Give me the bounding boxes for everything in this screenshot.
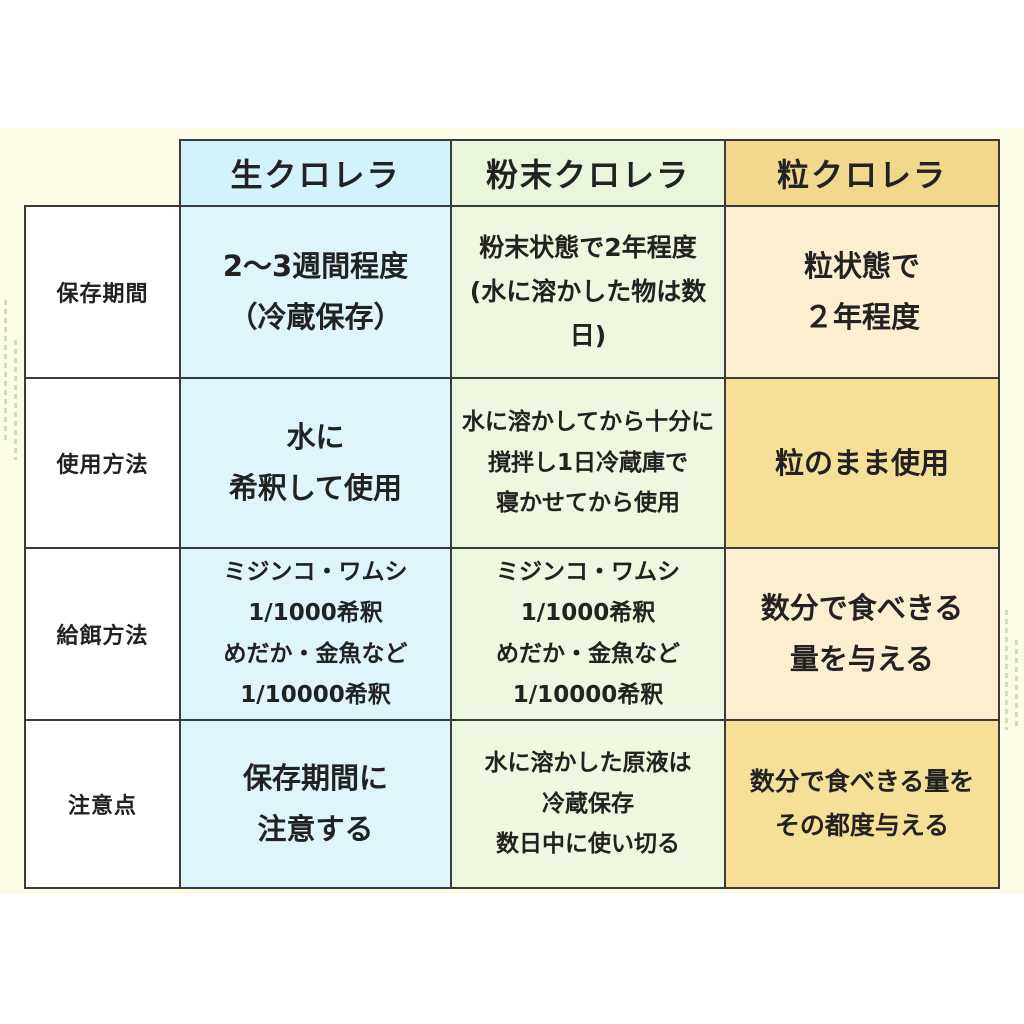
cell-powder-caution: 水に溶かした原液は 冷蔵保存 数日中に使い切る xyxy=(450,719,726,889)
corner-cell xyxy=(25,140,181,207)
cell-tablet-feeding: 数分で食べきる 量を与える xyxy=(724,547,1000,721)
cell-powder-storage-period: 粉末状態で2年程度 (水に溶かした物は数日) xyxy=(450,205,726,379)
column-header-raw-chlorella: 生クロレラ xyxy=(179,139,452,207)
row-header-usage: 使用方法 xyxy=(24,377,181,549)
cell-tablet-caution: 数分で食べきる量を その都度与える xyxy=(724,719,1000,889)
right-decoration-stripe-2 xyxy=(1015,640,1018,730)
right-decoration-stripe xyxy=(1005,610,1008,730)
cell-raw-feeding: ミジンコ・ワムシ 1/1000希釈 めだか・金魚など 1/10000希釈 xyxy=(179,547,452,721)
chlorella-comparison-table: 生クロレラ 粉末クロレラ 粒クロレラ 保存期間 2〜3週間程度 （冷蔵保存） 粉… xyxy=(24,139,1000,889)
table-row-usage: 使用方法 水に 希釈して使用 水に溶かしてから十分に 撹拌し1日冷蔵庫で 寝かせ… xyxy=(24,377,1000,549)
left-decoration-stripe-2 xyxy=(14,340,17,460)
table-row-feeding: 給餌方法 ミジンコ・ワムシ 1/1000希釈 めだか・金魚など 1/10000希… xyxy=(24,547,1000,721)
cell-powder-usage: 水に溶かしてから十分に 撹拌し1日冷蔵庫で 寝かせてから使用 xyxy=(450,377,726,549)
row-header-feeding: 給餌方法 xyxy=(24,547,181,721)
column-header-tablet-chlorella: 粒クロレラ xyxy=(724,139,1000,207)
table-row-storage-period: 保存期間 2〜3週間程度 （冷蔵保存） 粉末状態で2年程度 (水に溶かした物は数… xyxy=(24,205,1000,379)
left-decoration-stripe xyxy=(4,300,7,440)
cell-raw-caution: 保存期間に 注意する xyxy=(179,719,452,889)
cell-tablet-usage: 粒のまま使用 xyxy=(724,377,1000,549)
cell-raw-usage: 水に 希釈して使用 xyxy=(179,377,452,549)
cell-raw-storage-period: 2〜3週間程度 （冷蔵保存） xyxy=(179,205,452,379)
header-row: 生クロレラ 粉末クロレラ 粒クロレラ xyxy=(25,139,1000,207)
cell-tablet-storage-period: 粒状態で ２年程度 xyxy=(724,205,1000,379)
column-header-powder-chlorella: 粉末クロレラ xyxy=(450,139,726,207)
cell-powder-feeding: ミジンコ・ワムシ 1/1000希釈 めだか・金魚など 1/10000希釈 xyxy=(450,547,726,721)
row-header-storage-period: 保存期間 xyxy=(24,205,181,379)
row-header-caution: 注意点 xyxy=(24,719,181,889)
table-row-caution: 注意点 保存期間に 注意する 水に溶かした原液は 冷蔵保存 数日中に使い切る 数… xyxy=(24,719,1000,889)
